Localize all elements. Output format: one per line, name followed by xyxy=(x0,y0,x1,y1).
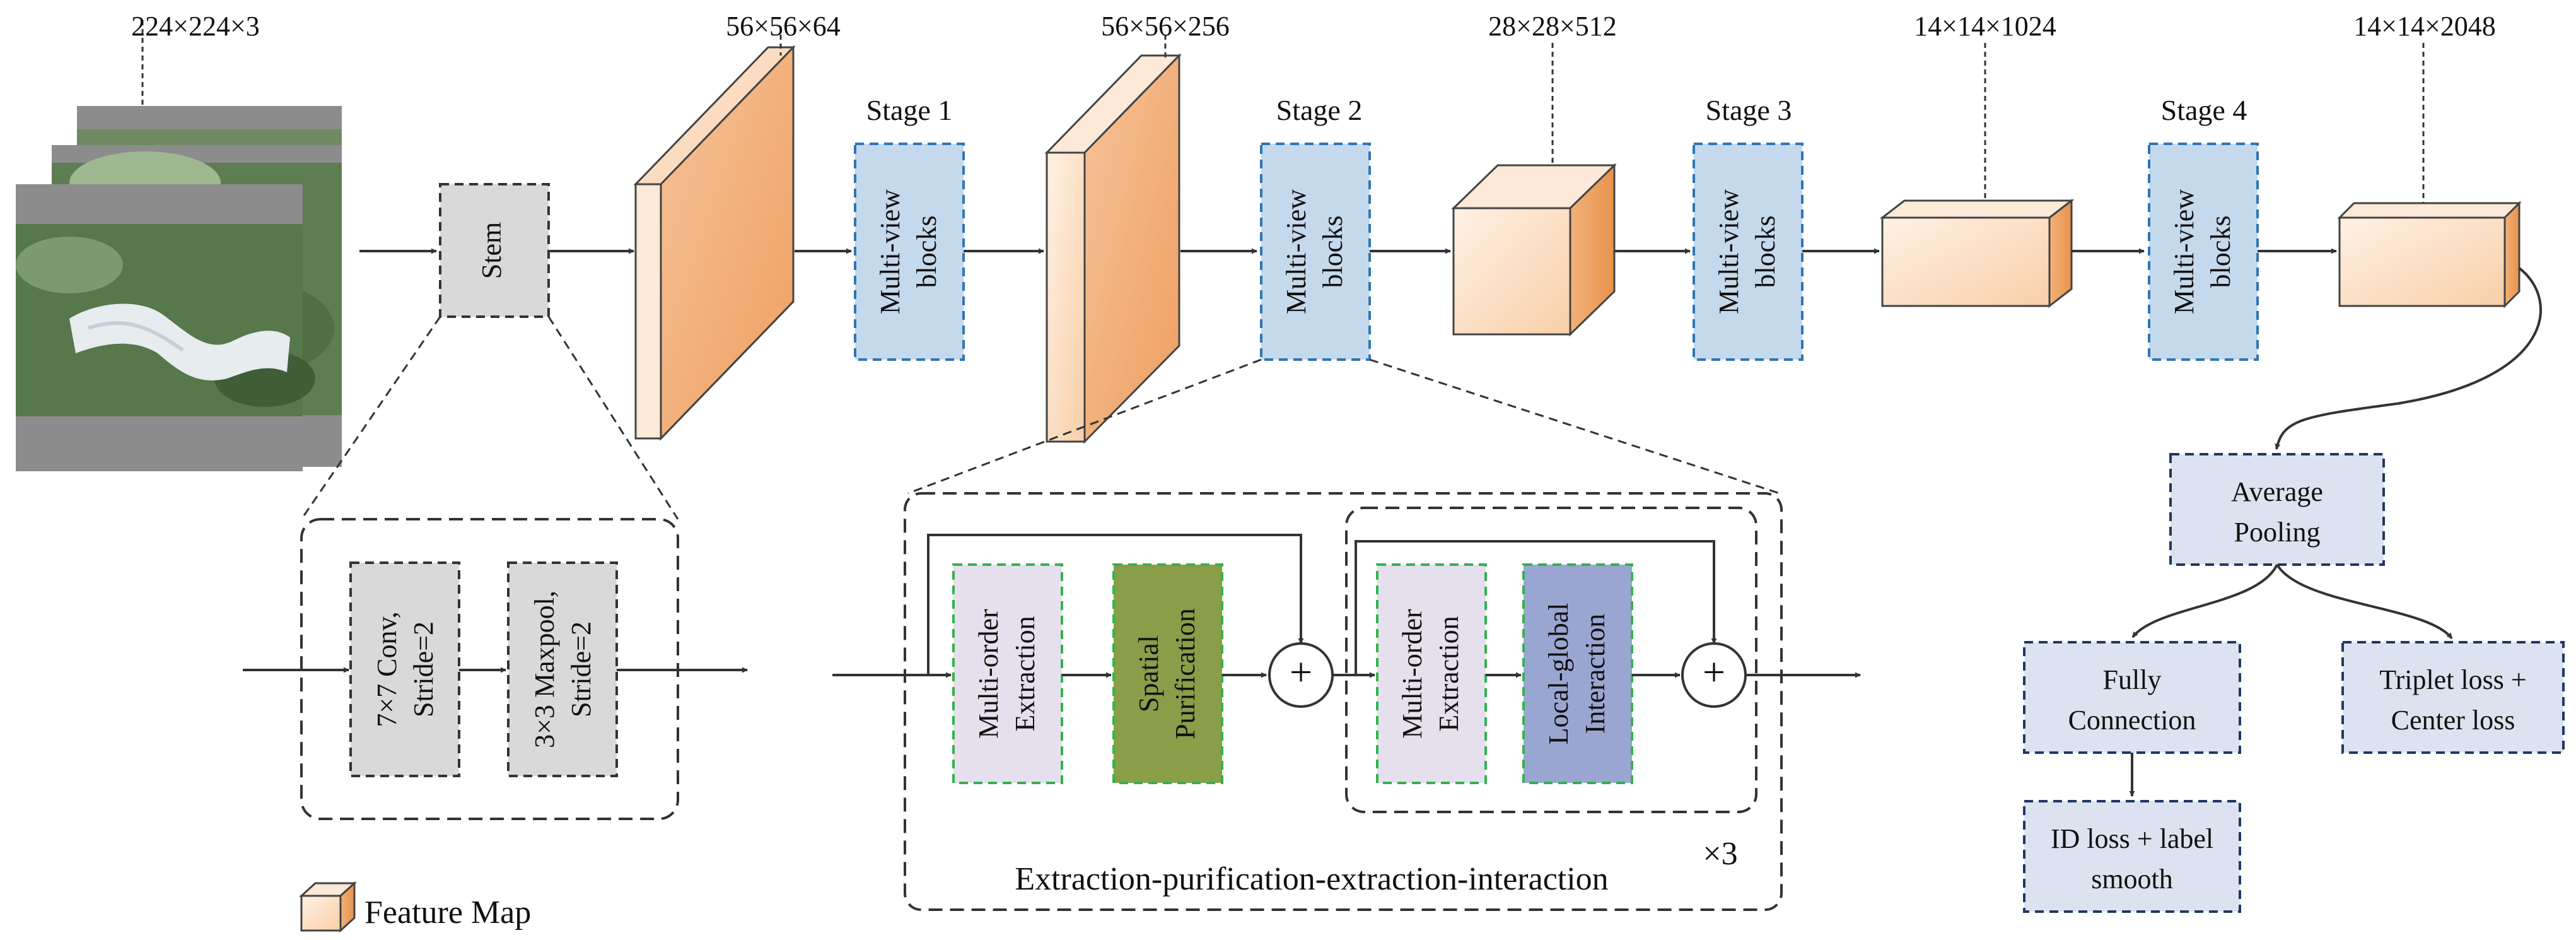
stage-1-line1: Multi-view xyxy=(875,189,906,314)
stage-2-line1: Multi-view xyxy=(1281,189,1312,314)
local-global-line2: Interaction xyxy=(1580,614,1611,734)
feature-map-5-dim: 14×14×2048 xyxy=(2353,11,2496,42)
triplet-line1: Triplet loss + xyxy=(2379,664,2526,695)
feature-map-2-dim: 56×56×256 xyxy=(1101,11,1230,42)
feature-map-1 xyxy=(633,45,796,441)
stage-4-title: Stage 4 xyxy=(2161,94,2247,126)
multi-order-2-line2: Extraction xyxy=(1433,616,1464,731)
input-dim-label: 224×224×3 xyxy=(131,11,260,42)
multi-order-extraction-2 xyxy=(1376,563,1487,784)
id-loss-line2: smooth xyxy=(2091,864,2173,895)
avg-pool-line1: Average xyxy=(2231,476,2323,507)
stage-4-line2: blocks xyxy=(2205,216,2236,288)
feature-map-1-dim: 56×56×64 xyxy=(726,11,841,42)
id-loss-line1: ID loss + label xyxy=(2051,823,2213,854)
maxpool-label-line2: Stride=2 xyxy=(566,621,597,717)
fully-connection-block xyxy=(2023,641,2241,754)
stem-block xyxy=(439,183,550,318)
add-node-2-label: + xyxy=(1703,650,1725,695)
head-connector xyxy=(2275,267,2542,450)
repeat-frame xyxy=(1345,507,1757,813)
spatial-line2: Purification xyxy=(1170,608,1201,739)
stage-1-line2: blocks xyxy=(911,216,942,288)
local-global-line1: Local-global xyxy=(1543,603,1574,745)
feature-map-2 xyxy=(1044,53,1182,444)
spatial-line1: Spatial xyxy=(1133,635,1164,712)
input-images xyxy=(16,106,342,471)
id-loss-block xyxy=(2023,800,2241,913)
multi-order-2-line1: Multi-order xyxy=(1397,609,1428,739)
stage-2-block xyxy=(1260,143,1371,361)
block-caption: Extraction-purification-extraction-inter… xyxy=(1015,861,1608,897)
feature-map-3 xyxy=(1451,163,1617,337)
input-image-front xyxy=(16,184,315,471)
stage-3-line1: Multi-view xyxy=(1713,189,1744,314)
feature-map-3-dim: 28×28×512 xyxy=(1488,11,1617,42)
add-node-1-label: + xyxy=(1290,650,1312,695)
repeat-label: ×3 xyxy=(1703,836,1737,872)
avg-pool-line2: Pooling xyxy=(2234,517,2321,548)
stage-3-block xyxy=(1693,143,1804,361)
maxpool-block xyxy=(507,561,618,777)
legend-label: Feature Map xyxy=(364,895,531,931)
stem-detail: 7×7 Conv, Stride=2 3×3 Maxpool, Stride=2 xyxy=(243,518,748,820)
multi-order-extraction-1 xyxy=(952,563,1063,784)
stage-1-title: Stage 1 xyxy=(866,94,953,126)
conv-block xyxy=(349,561,460,777)
stage-2-title: Stage 2 xyxy=(1276,94,1363,126)
conv-label-line2: Stride=2 xyxy=(408,621,439,717)
conv-label-line1: 7×7 Conv, xyxy=(371,611,402,727)
local-global-interaction-block xyxy=(1522,563,1633,784)
triplet-line2: Center loss xyxy=(2391,705,2515,736)
multi-order-1-line1: Multi-order xyxy=(973,609,1004,739)
stem-label: Stem xyxy=(476,222,507,279)
multi-view-block-detail: Multi-order Extraction Spatial Purificat… xyxy=(832,492,1861,911)
legend: Feature Map xyxy=(299,881,531,933)
fc-line2: Connection xyxy=(2068,705,2196,736)
spatial-purification-block xyxy=(1112,563,1223,784)
fc-line1: Fully xyxy=(2103,664,2162,695)
maxpool-label-line1: 3×3 Maxpool, xyxy=(529,590,560,748)
feature-map-4 xyxy=(1879,198,2075,308)
stage-2-line2: blocks xyxy=(1317,216,1348,288)
stage-1-block xyxy=(854,143,965,361)
feature-map-4-dim: 14×14×1024 xyxy=(1914,11,2056,42)
multi-order-1-line2: Extraction xyxy=(1010,616,1040,731)
stage-4-block xyxy=(2148,143,2259,361)
head: Average Pooling Fully Connection Triplet… xyxy=(2023,453,2565,913)
triplet-center-loss-block xyxy=(2341,641,2565,754)
average-pooling-block xyxy=(2169,453,2385,566)
stage-3-title: Stage 3 xyxy=(1706,94,1792,126)
block-detail-frame xyxy=(904,492,1783,911)
stage-4-line1: Multi-view xyxy=(2169,189,2200,314)
stage-3-line2: blocks xyxy=(1750,216,1781,288)
feature-map-5 xyxy=(2337,201,2522,308)
